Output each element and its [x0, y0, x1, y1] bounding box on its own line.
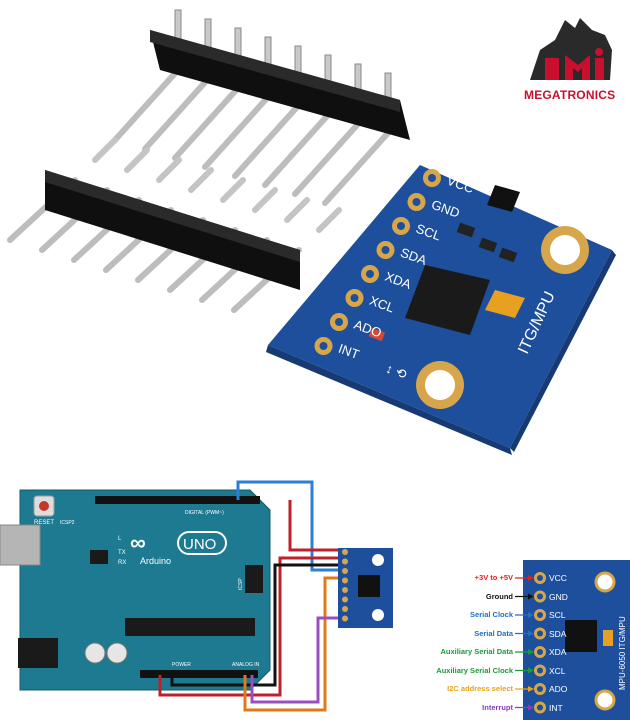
wire-int	[250, 616, 345, 704]
icsp-label-2: ICSP	[238, 578, 244, 590]
digital-header-label: DIGITAL (PWM~)	[185, 510, 224, 516]
pinout-pin-sda: SDA	[549, 628, 567, 639]
pinout-pin-vcc: VCC	[549, 573, 567, 583]
pinout-pin-scl: SCL	[549, 610, 566, 620]
led-tx-label: TX	[118, 550, 126, 556]
wire-sda	[243, 576, 345, 712]
megatronics-logo	[520, 10, 620, 110]
wires	[158, 480, 345, 712]
arduino-wiring-diagram: RESET ICSP2 DIGITAL (PWM~) ∞ UNO Arduino…	[0, 480, 393, 712]
model-label: UNO	[183, 536, 216, 553]
led-rx-label: RX	[118, 560, 126, 566]
power-header-label: POWER	[172, 662, 191, 668]
pin-header-bottom	[7, 137, 342, 313]
led-l-label: L	[118, 536, 122, 542]
wire-vcc-2	[158, 556, 345, 697]
pinout-desc-xcl: Auxiliary Serial Clock	[436, 665, 513, 675]
wire-scl	[236, 480, 345, 572]
pinout-chip	[565, 620, 597, 652]
icsp-label: ICSP2	[60, 520, 75, 526]
mini-mpu-board	[338, 548, 393, 628]
atmega-chip	[125, 618, 255, 636]
analog-header-label: ANALOG IN	[232, 662, 260, 668]
pin-label-int: INT	[336, 341, 361, 362]
arduino-board: RESET ICSP2 DIGITAL (PWM~) ∞ UNO Arduino…	[0, 489, 271, 691]
brand-label: Arduino	[140, 556, 171, 566]
pinout-desc-vcc: +3V to +5V	[474, 573, 513, 582]
reset-label: RESET	[34, 520, 54, 526]
pinout-pin-xda: XDA	[549, 647, 567, 657]
pinout-pin-gnd: GND	[549, 591, 568, 602]
mpu-chip	[405, 265, 490, 335]
pin-header-top	[112, 9, 410, 206]
logo-text: MEGATRONICS	[524, 88, 616, 102]
infinity-logo: ∞	[130, 530, 146, 555]
wire-gnd	[170, 563, 345, 687]
pinout-board-label: MPU-6050 ITG/MPU	[618, 616, 627, 690]
pinout-pin-xcl: XCL	[549, 665, 566, 676]
pinout-desc-scl: Serial Clock	[470, 610, 513, 619]
power-jack	[18, 638, 58, 668]
wire-vcc	[288, 500, 345, 552]
pinout-desc-gnd: Ground	[485, 591, 513, 601]
digital-header	[95, 496, 260, 504]
pinout-desc-xda: Auxiliary Serial Data	[440, 647, 513, 656]
pinout-desc-ado: I2C address select	[447, 684, 513, 693]
power-analog-header	[140, 670, 258, 678]
svg-text:↕ ⟲: ↕ ⟲	[384, 361, 409, 382]
pinout-diagram: MPU-6050 ITG/MPU +3V to +5V VCC Ground GND S…	[410, 560, 630, 720]
pinout-desc-sda: Serial Data	[474, 628, 513, 638]
usb-port	[0, 524, 41, 566]
pinout-desc-int: Interrupt	[482, 702, 513, 712]
pinout-pin-int: INT	[549, 702, 563, 713]
pinout-pin-ado: ADO	[549, 684, 568, 694]
